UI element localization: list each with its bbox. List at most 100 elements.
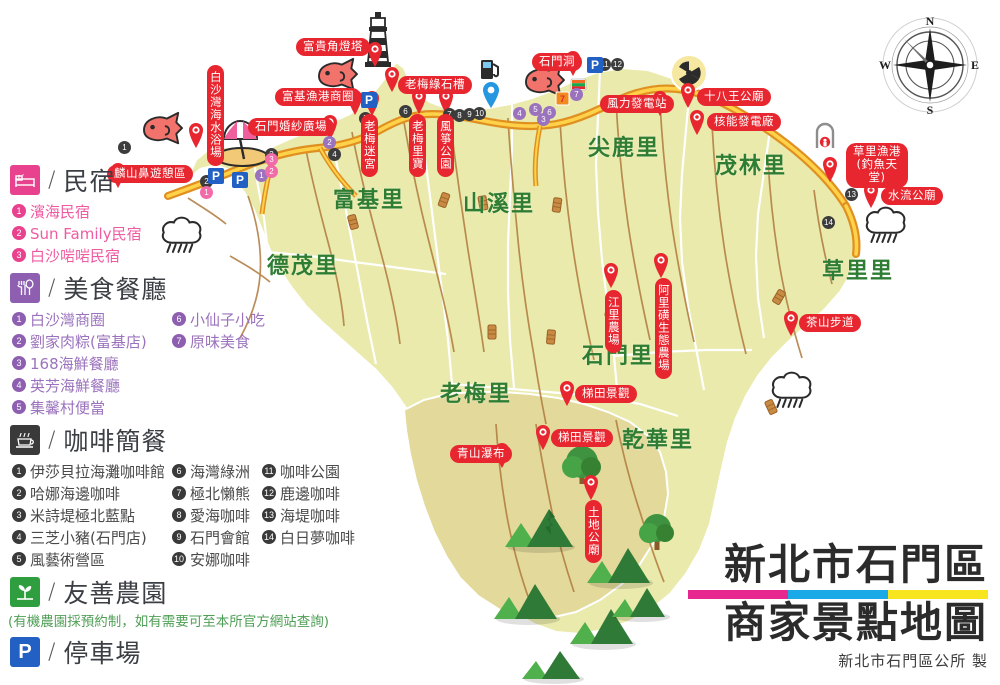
poi-label[interactable]: 梯田景觀: [551, 429, 613, 447]
parking-marker[interactable]: P: [361, 92, 377, 108]
item-label: 168海鮮餐廳: [30, 354, 119, 373]
poi-label[interactable]: 老梅綠石槽: [398, 76, 472, 94]
marker-dark-6[interactable]: 6: [399, 105, 412, 118]
color-bar-yellow: [888, 590, 988, 600]
poi-label[interactable]: 青山瀑布: [450, 445, 512, 463]
village-label: 山溪里: [463, 192, 536, 217]
village-label: 草里里: [822, 259, 895, 284]
item-label: 哈娜海邊咖啡: [30, 484, 121, 503]
sprout-icon: [10, 577, 40, 607]
poi-label[interactable]: 土地公廟: [585, 500, 602, 563]
poi-label[interactable]: 老梅迷宮: [361, 114, 378, 177]
poi-label[interactable]: 水流公廟: [881, 187, 943, 205]
parking-marker[interactable]: P: [232, 172, 248, 188]
poi-label[interactable]: 江里農場: [605, 290, 622, 353]
compass-e: E: [971, 58, 979, 72]
marker-dark-10[interactable]: 10: [473, 107, 486, 120]
marker-dark-14[interactable]: 14: [822, 216, 835, 229]
item-label: 小仙子小吃: [190, 310, 266, 329]
legend-slash: /: [48, 579, 56, 605]
item-label: 鹿邊咖啡: [280, 484, 341, 503]
color-bar-magenta: [688, 590, 788, 600]
poi-label[interactable]: 麟山鼻遊憩區: [107, 165, 193, 183]
marker-food-1[interactable]: 1: [255, 169, 268, 182]
poi-label[interactable]: 核能發電廠: [707, 113, 781, 131]
poi-label[interactable]: 白沙灣海水浴場: [207, 65, 224, 166]
village-label: 茂林里: [715, 154, 788, 179]
parking-marker[interactable]: P: [208, 168, 224, 184]
marker-food-7[interactable]: 7: [570, 88, 583, 101]
poi-label[interactable]: 茶山步道: [799, 314, 861, 332]
legend-slash: /: [48, 427, 56, 453]
marker-dark-12[interactable]: 12: [611, 58, 624, 71]
bed-icon: z z: [10, 165, 40, 195]
poi-label[interactable]: 風箏公園: [437, 114, 454, 177]
village-label: 富基里: [333, 188, 406, 213]
item-label: 石門會館: [190, 528, 251, 547]
marker-dark-4[interactable]: 4: [328, 148, 341, 161]
compass-rose: N S E W: [875, 10, 985, 120]
marker-food-5[interactable]: 5: [529, 103, 542, 116]
poi-label[interactable]: 石門洞: [532, 53, 582, 71]
legend-header: / 友善農園: [0, 572, 400, 612]
marker-food-6[interactable]: 6: [543, 106, 556, 119]
marker-lodging-1[interactable]: 1: [200, 186, 213, 199]
marker-lodging-2[interactable]: 2: [265, 165, 278, 178]
item-label: 愛海咖啡: [190, 506, 251, 525]
legend-slash: /: [48, 639, 56, 665]
village-label: 老梅里: [440, 382, 513, 407]
legend-slash: /: [48, 275, 56, 301]
poi-label[interactable]: 梯田景觀: [575, 385, 637, 403]
poi-label[interactable]: 風力發電站: [600, 95, 674, 113]
item-label: 咖啡公園: [280, 462, 341, 481]
marker-dark-1[interactable]: 1: [118, 141, 131, 154]
marker-food-4[interactable]: 4: [513, 107, 526, 120]
poi-label[interactable]: 富貴角燈塔: [296, 38, 370, 56]
poi-label[interactable]: 石門婚紗廣場: [248, 118, 334, 136]
marker-food-2[interactable]: 2: [323, 136, 336, 149]
marker-dark-13[interactable]: 13: [845, 188, 858, 201]
parking-marker[interactable]: P: [587, 57, 603, 73]
legend-header: P / 停車場: [0, 632, 400, 672]
item-label: 集馨村便當: [30, 398, 106, 417]
marker-dark-9[interactable]: 9: [463, 108, 476, 121]
arch-icon: [815, 122, 835, 148]
item-label: 原味美食: [190, 332, 251, 351]
marker-lodging-3[interactable]: 3: [265, 153, 278, 166]
item-label: 白沙灣商圈: [30, 310, 106, 329]
poi-label[interactable]: 草里漁港 (釣魚天堂): [846, 143, 908, 188]
poi-label[interactable]: 富基漁港商圈: [275, 88, 361, 106]
poi-label[interactable]: 十八王公廟: [697, 88, 771, 106]
compass-s: S: [927, 103, 934, 117]
poi-label[interactable]: 老梅里寶: [409, 114, 426, 177]
marker-dark-8[interactable]: 8: [453, 109, 466, 122]
poi-label[interactable]: 阿里磺生態農場: [655, 278, 672, 379]
